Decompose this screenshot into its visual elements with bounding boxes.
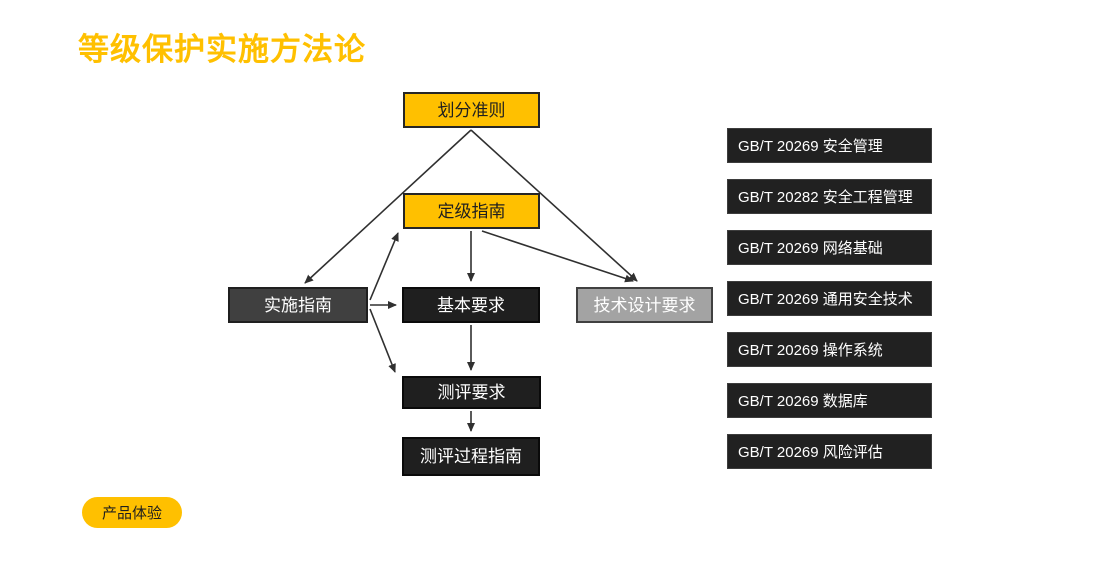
node-classification-criteria: 划分准则	[403, 92, 540, 128]
standard-item: GB/T 20269 安全管理	[727, 128, 932, 163]
standard-item: GB/T 20269 通用安全技术	[727, 281, 932, 316]
standard-item: GB/T 20269 数据库	[727, 383, 932, 418]
node-implementation-guide: 实施指南	[228, 287, 368, 323]
node-basic-requirements: 基本要求	[402, 287, 540, 323]
product-experience-button[interactable]: 产品体验	[82, 497, 182, 528]
page-title: 等级保护实施方法论	[78, 32, 366, 67]
node-grading-guide: 定级指南	[403, 193, 540, 229]
standard-item: GB/T 20269 网络基础	[727, 230, 932, 265]
node-technical-design-requirements: 技术设计要求	[576, 287, 713, 323]
node-evaluation-process-guide: 测评过程指南	[402, 437, 540, 476]
standard-item: GB/T 20282 安全工程管理	[727, 179, 932, 214]
node-evaluation-requirements: 测评要求	[402, 376, 541, 409]
standard-item: GB/T 20269 操作系统	[727, 332, 932, 367]
standard-item: GB/T 20269 风险评估	[727, 434, 932, 469]
standards-list: GB/T 20269 安全管理 GB/T 20282 安全工程管理 GB/T 2…	[727, 128, 932, 469]
